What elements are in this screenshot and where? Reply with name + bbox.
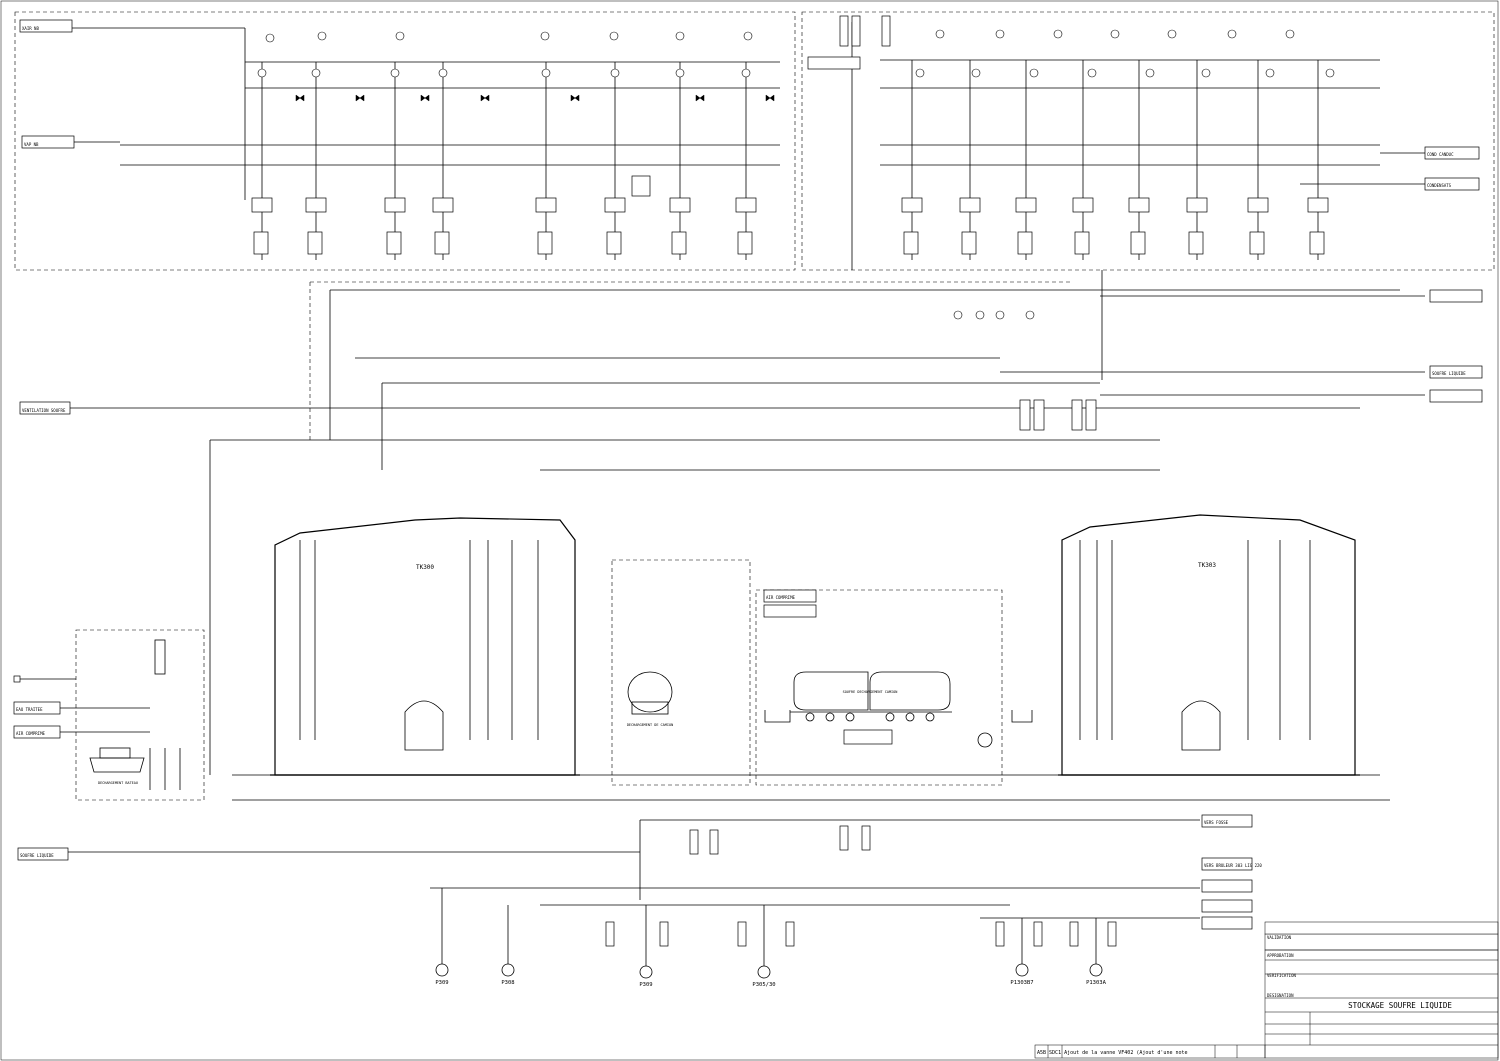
title-block-field: APPROBATION xyxy=(1267,953,1294,958)
title-block-field: VERIFICATION xyxy=(1267,973,1296,978)
offpage-ref: CONDENSATS xyxy=(1427,183,1452,188)
title-block-field: VALIDATION xyxy=(1267,935,1292,940)
truck-label: SOUFRE DECHARGEMENT CAMION xyxy=(843,690,898,694)
silo-label: DECHARGEMENT DE CAMION xyxy=(627,723,673,727)
main-piping xyxy=(19,270,1483,775)
offpage-ref: AIR COMPRIME xyxy=(16,731,45,736)
offpage-ref: VERS BRULEUR 303 LIG 220 xyxy=(1204,863,1262,868)
offpage-ref: VENTILATION SOUFRE xyxy=(22,408,66,413)
revision-row: A5B SDC1 Ajout de la vanne VF402 (Ajout … xyxy=(1037,1050,1188,1056)
offpage-ref: VAP NB xyxy=(24,142,39,147)
truck-unloading-group xyxy=(611,559,1033,786)
pump-symbols xyxy=(435,825,1117,979)
offpage-ref: VERS FOSSE xyxy=(1204,820,1229,825)
top-left-instruments xyxy=(257,31,775,197)
pump-label: P309 xyxy=(435,980,448,986)
offpage-ref: EAU TRAITEE xyxy=(16,707,43,712)
top-left-columns xyxy=(251,62,757,260)
bottom-headers xyxy=(17,774,1390,930)
offpage-ref: XAIR NB xyxy=(22,26,39,31)
pump-label: P305/30 xyxy=(752,982,775,988)
pump-label: P309 xyxy=(639,982,652,988)
tank-tk303 xyxy=(1058,514,1360,776)
pump-label: P1303A xyxy=(1086,980,1107,986)
top-right-instruments xyxy=(839,15,1335,78)
top-right-steam-group xyxy=(801,11,1495,271)
boat-label: DECHARGEMENT BATEAU xyxy=(98,781,138,785)
right-control-cluster xyxy=(953,310,1097,431)
offpage-ref: COND CANDUC xyxy=(1427,152,1454,157)
top-left-steam-group xyxy=(14,11,796,271)
offpage-ref: AIR COMPRIME xyxy=(766,595,795,600)
offpage-ref: SOUFRE LIQUIDE xyxy=(1432,371,1466,376)
title-block xyxy=(1034,921,1499,1059)
tank-label-tk300: TK300 xyxy=(416,564,434,571)
offpage-ref: SOUFRE LIQUIDE xyxy=(20,853,54,858)
boat-unloading-group xyxy=(13,629,205,801)
tank-label-tk303: TK303 xyxy=(1198,562,1216,569)
tank-tk300 xyxy=(270,517,580,776)
pump-label: P1303B7 xyxy=(1010,980,1033,986)
drawing-title: STOCKAGE SOUFRE LIQUIDE xyxy=(1348,1001,1452,1010)
top-right-columns xyxy=(901,60,1329,260)
title-block-field: DESIGNATION xyxy=(1267,993,1294,998)
pump-label: P308 xyxy=(501,980,514,986)
